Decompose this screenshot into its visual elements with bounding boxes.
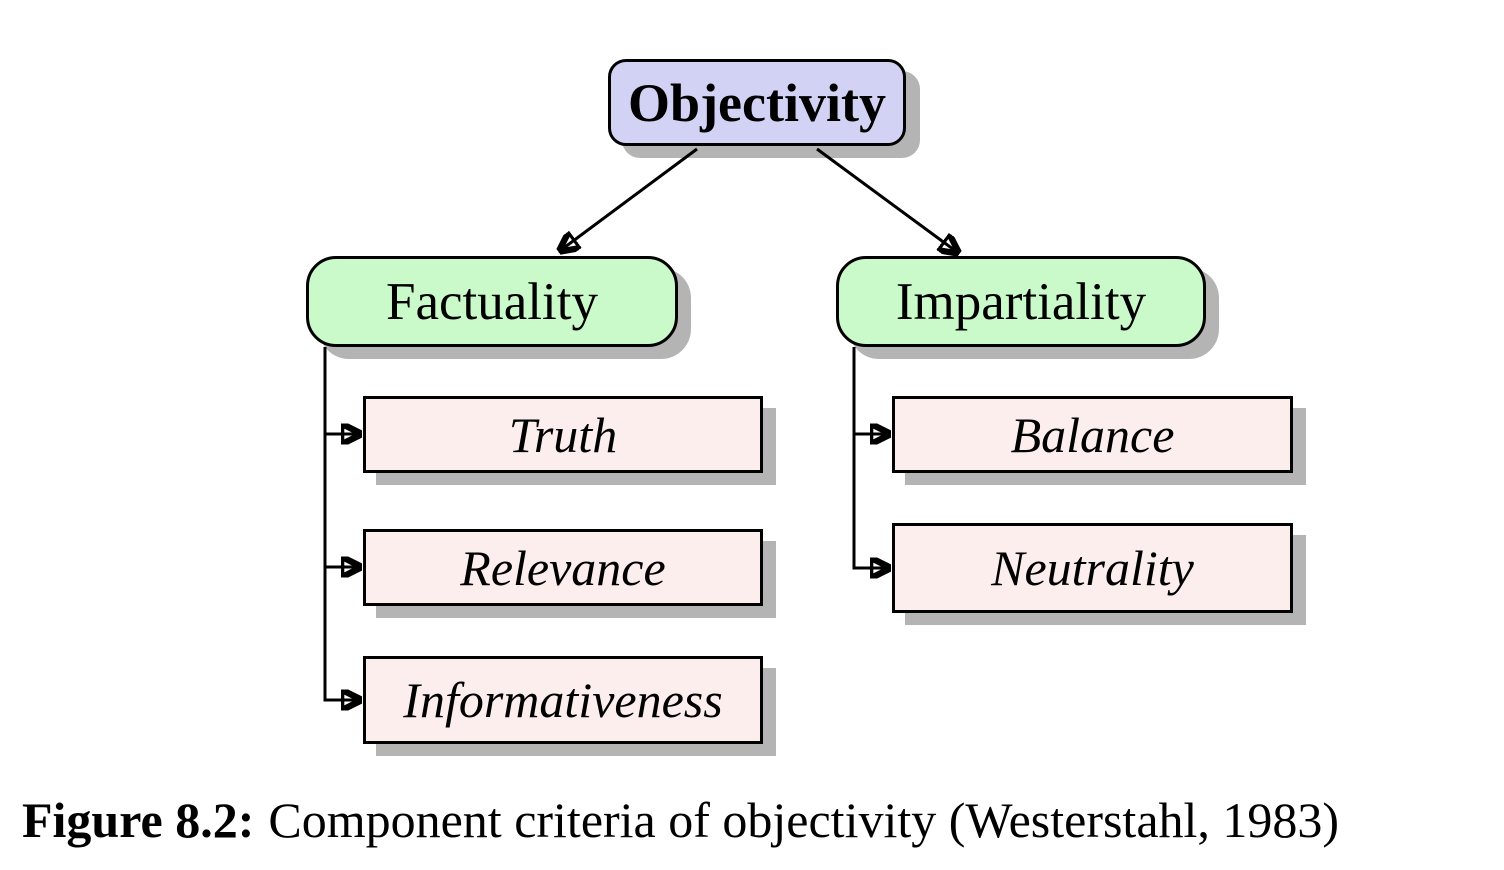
node-informativeness: Informativeness xyxy=(363,656,763,744)
node-objectivity-label: Objectivity xyxy=(628,72,886,133)
figure-caption: Figure 8.2:Component criteria of objecti… xyxy=(22,791,1339,849)
arrow-objectivity-to-factuality xyxy=(561,147,698,250)
node-factuality: Factuality xyxy=(306,256,678,347)
figure-caption-number: Figure 8.2: xyxy=(22,792,255,848)
node-neutrality-label: Neutrality xyxy=(991,540,1194,596)
node-informativeness-label: Informativeness xyxy=(403,672,723,728)
node-balance: Balance xyxy=(892,396,1293,473)
node-factuality-label: Factuality xyxy=(386,272,598,331)
node-truth: Truth xyxy=(363,396,763,473)
node-relevance: Relevance xyxy=(363,529,763,606)
node-truth-label: Truth xyxy=(508,406,618,463)
node-impartiality: Impartiality xyxy=(836,256,1206,347)
node-impartiality-label: Impartiality xyxy=(895,272,1147,331)
figure-caption-text: Component criteria of objectivity (Weste… xyxy=(268,792,1340,848)
node-objectivity: Objectivity xyxy=(608,59,906,146)
arrow-objectivity-to-impartiality xyxy=(816,147,957,252)
node-neutrality: Neutrality xyxy=(892,523,1293,613)
node-balance-label: Balance xyxy=(1010,406,1175,463)
node-relevance-label: Relevance xyxy=(460,539,666,596)
